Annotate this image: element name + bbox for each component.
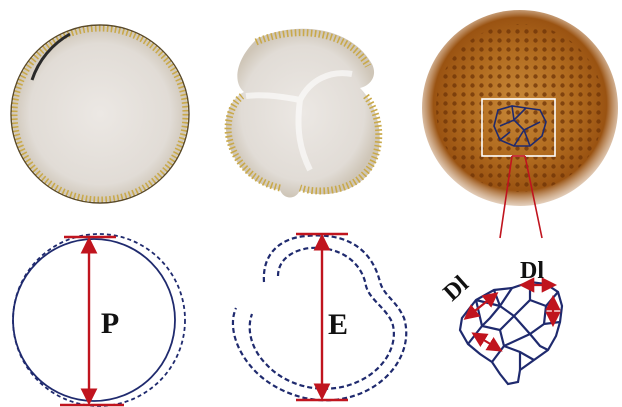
micrograph-equatorial [226,29,380,198]
schematic-equatorial: E [233,234,406,400]
micrograph-polar [11,25,189,203]
grain-exine-reticulum [436,24,604,192]
equatorial-label: E [328,308,348,341]
lumina-walls [468,282,560,370]
lumina-label-top: Dl [520,258,544,284]
polar-inner-circle [13,239,175,401]
schematic-polar: P [13,234,185,406]
lumina-label-left: Dl [439,271,474,307]
schematic-lumina [460,282,562,384]
lumina-arrow-lower [474,334,500,350]
polar-label: P [101,307,119,340]
equatorial-outer-outline [233,235,406,400]
micrograph-exine [422,10,618,238]
